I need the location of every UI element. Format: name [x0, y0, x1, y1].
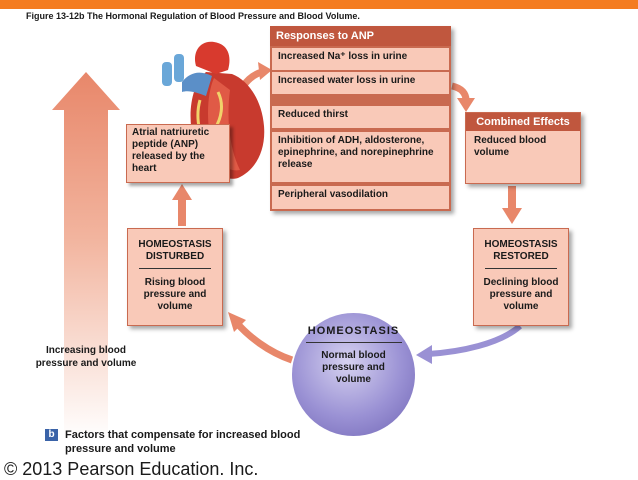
arrow-homeostasis-to-disturbed: [233, 319, 294, 364]
panel-badge: b: [45, 429, 58, 441]
anp-responses-box: Responses to ANP Increased Na⁺ loss in u…: [270, 26, 451, 211]
anp-response-item: Increased Na⁺ loss in urine: [272, 48, 449, 70]
copyright: © 2013 Pearson Education. Inc.: [4, 459, 259, 479]
restored-title: HOMEOSTASIS RESTORED: [484, 239, 558, 262]
anp-response-item: Reduced thirst: [272, 106, 449, 128]
figure-title: Figure 13-12b The Hormonal Regulation of…: [26, 11, 360, 21]
homeostasis-restored-box: HOMEOSTASIS RESTORED Declining blood pre…: [473, 228, 569, 326]
arrow-restored-to-homeostasis: [427, 323, 523, 357]
increasing-label: Increasing blood pressure and volume: [35, 345, 137, 369]
divider: [485, 268, 557, 269]
arrow-combined-to-restored: [508, 186, 516, 210]
anp-response-item: Inhibition of ADH, aldosterone, epinephr…: [272, 132, 449, 182]
homeostasis-disturbed-box: HOMEOSTASIS DISTURBED Rising blood press…: [127, 228, 223, 326]
combined-effects-header: Combined Effects: [466, 113, 580, 131]
increasing-arrow: [52, 72, 120, 440]
combined-effects-box: Combined Effects Reduced blood volume: [465, 112, 581, 184]
homeostasis-text: Normal blood pressure and volume: [321, 350, 386, 385]
anp-responses-header: Responses to ANP: [270, 26, 451, 46]
factors-caption: Factors that compensate for increased bl…: [65, 429, 301, 455]
arrow-combined-to-restored-head: [502, 208, 522, 224]
disturbed-title: HOMEOSTASIS DISTURBED: [138, 239, 212, 262]
arrow-disturbed-to-heart-head: [172, 184, 192, 200]
arrow-disturbed-to-heart: [178, 196, 186, 226]
disturbed-text: Rising blood pressure and volume: [143, 277, 207, 312]
arrow-restored-to-homeostasis-head: [416, 345, 432, 364]
divider: [305, 342, 402, 343]
arrow-anp-to-combined: [451, 82, 470, 101]
combined-effects-text: Reduced blood volume: [474, 135, 547, 158]
anp-release-box: Atrial natriuretic peptide (ANP) release…: [126, 124, 230, 183]
anp-response-item: Increased water loss in urine: [272, 72, 449, 94]
divider: [139, 268, 211, 269]
top-accent-bar: [0, 0, 638, 9]
anp-response-item: Peripheral vasodilation: [272, 186, 449, 209]
arrow-homeostasis-to-disturbed-head: [228, 312, 246, 332]
arrow-heart-to-anp-head: [258, 62, 272, 80]
restored-text: Declining blood pressure and volume: [483, 277, 559, 312]
arrow-anp-to-combined-head: [457, 98, 475, 112]
homeostasis-title: HOMEOSTASIS: [307, 325, 400, 337]
homeostasis-circle: HOMEOSTASIS Normal blood pressure and vo…: [292, 313, 415, 436]
